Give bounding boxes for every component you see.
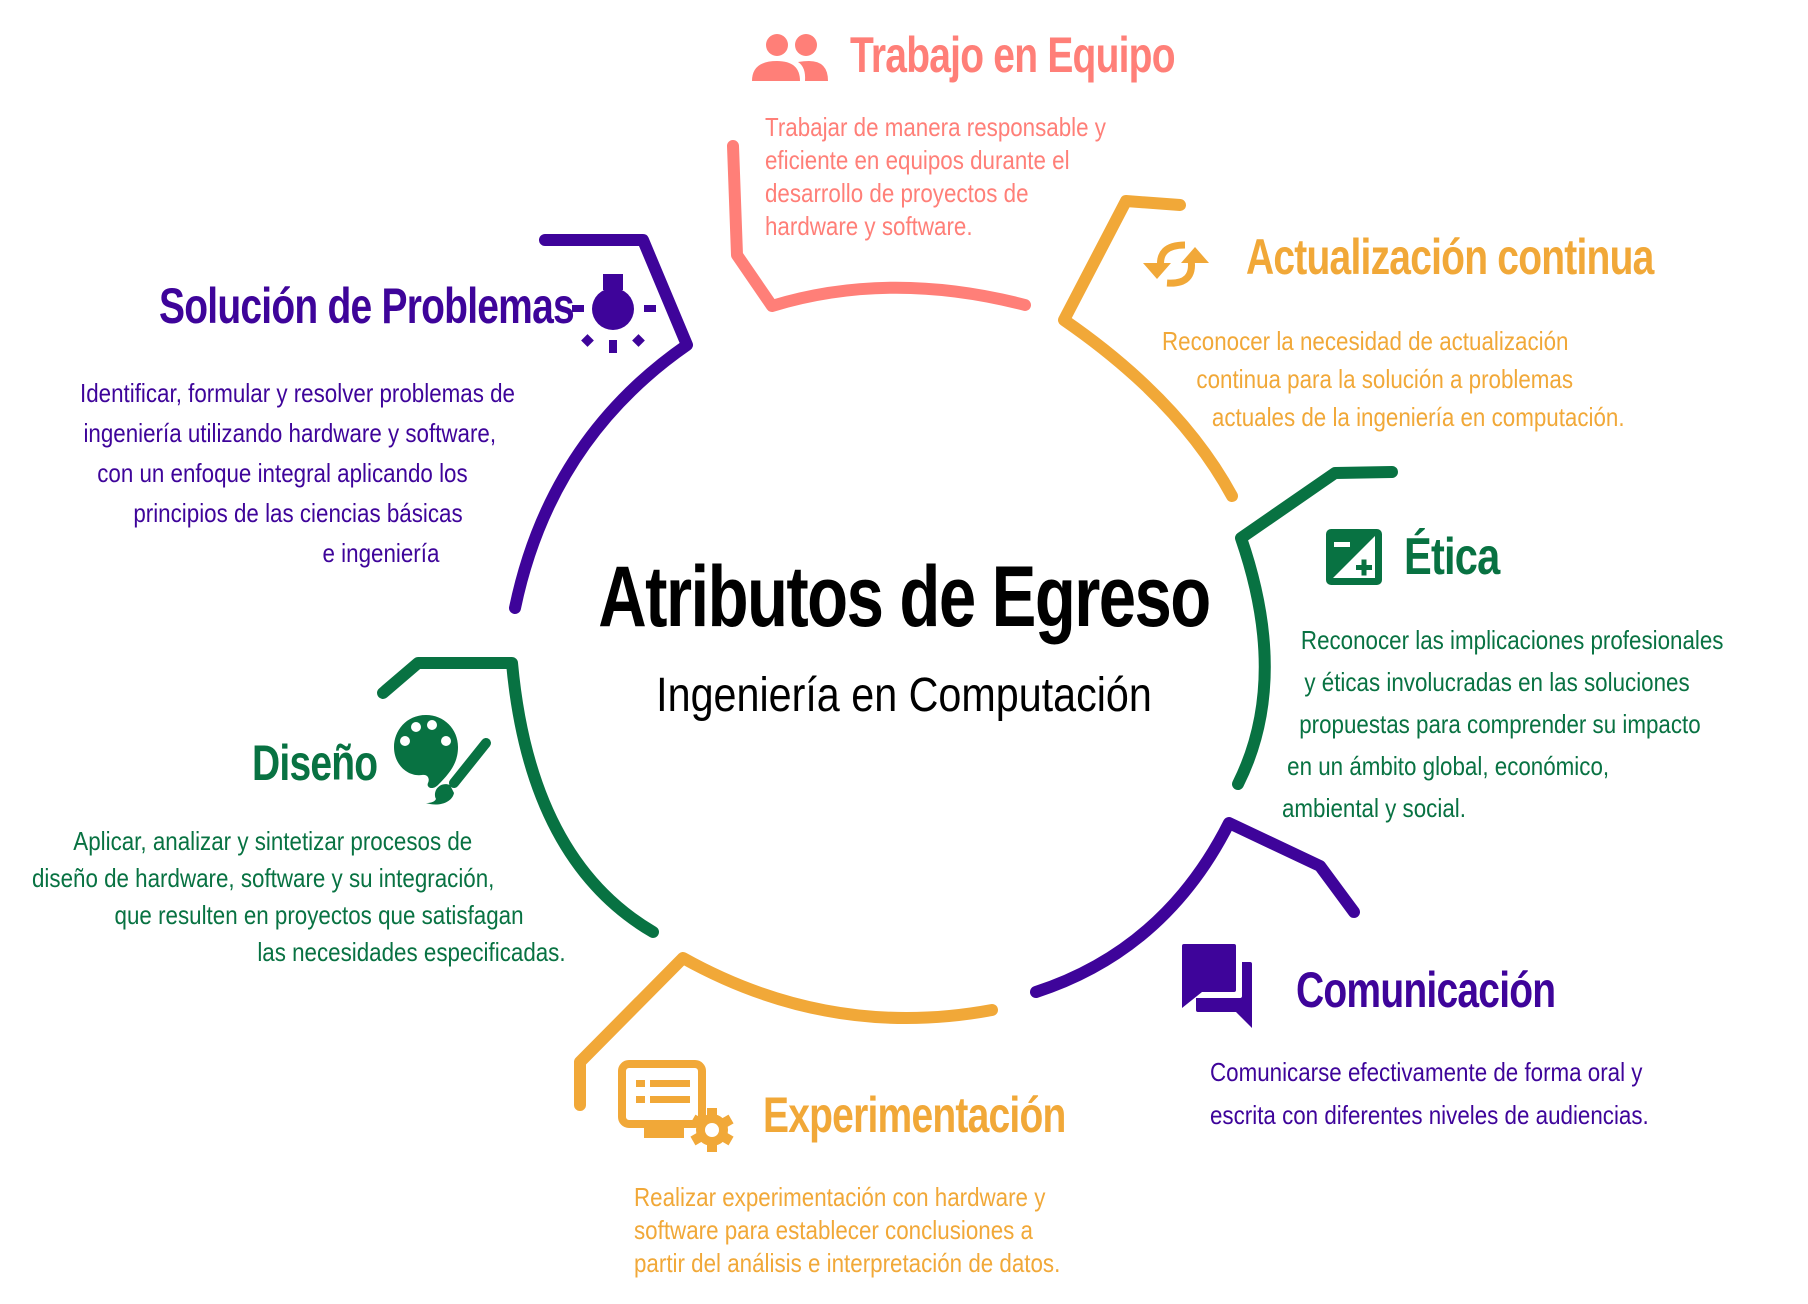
monitor-gear-icon: [618, 1060, 734, 1152]
chat-bubbles-icon: [1182, 944, 1252, 1028]
attribute-description-trabajo: Trabajar de manera responsable y eficien…: [765, 112, 1106, 241]
attribute-description-diseno: Aplicar, analizar y sintetizar procesos …: [32, 826, 566, 967]
arc-etica: [1232, 466, 1398, 790]
attribute-description-comunicacion: Comunicarse efectivamente de forma oral …: [1210, 1057, 1649, 1130]
arc-actualizacion: [1058, 195, 1238, 502]
attribute-description-experimentacion: Realizar experimentación con hardware y …: [634, 1182, 1061, 1278]
attribute-title-etica: Ética: [1404, 528, 1500, 586]
page-title: Atributos de Egreso: [598, 549, 1211, 645]
sync-arrows-icon: [1143, 241, 1209, 287]
attribute-title-comunicacion: Comunicación: [1296, 962, 1556, 1018]
attribute-title-experimentacion: Experimentación: [763, 1087, 1066, 1143]
people-group-icon: [752, 34, 828, 81]
arc-solucion: [509, 234, 693, 614]
gear-icon: [690, 1108, 734, 1152]
palette-brush-icon: [394, 715, 491, 805]
attribute-description-solucion: Identificar, formular y resolver problem…: [80, 378, 515, 568]
lightbulb-icon: [572, 274, 656, 353]
arc-experimentacion: [574, 952, 998, 1111]
attribute-title-solucion: Solución de Problemas: [159, 278, 575, 334]
arc-comunicacion: [1030, 817, 1360, 998]
page-subtitle: Ingeniería en Computación: [656, 669, 1152, 722]
arc-trabajo: [727, 140, 1031, 312]
attribute-title-actualizacion: Actualización continua: [1246, 229, 1654, 285]
attribute-title-trabajo: Trabajo en Equipo: [850, 27, 1176, 83]
arc-diseno: [377, 657, 659, 938]
attribute-description-actualizacion: Reconocer la necesidad de actualización …: [1162, 326, 1625, 432]
attribute-title-diseno: Diseño: [252, 735, 378, 791]
attribute-description-etica: Reconocer las implicaciones profesionale…: [1282, 625, 1724, 823]
plus-minus-box-icon: [1326, 529, 1382, 585]
